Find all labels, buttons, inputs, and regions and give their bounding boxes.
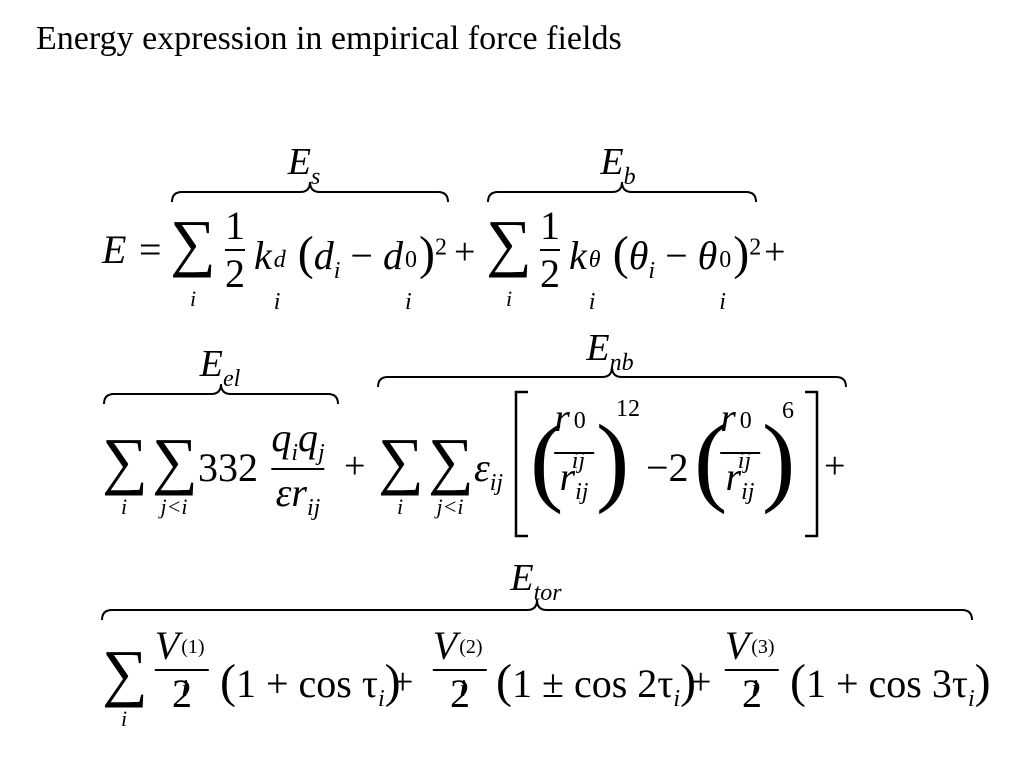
sum-sign: ∑	[486, 207, 532, 278]
brace-eel	[103, 383, 339, 405]
sum-index: i	[505, 286, 513, 311]
paren-right: )	[596, 404, 630, 515]
paren-left: (	[530, 404, 564, 515]
epsilon-ij: εij	[474, 445, 504, 496]
plus-1: +	[454, 231, 476, 273]
constant-332: 332	[198, 445, 258, 490]
minus-two: −2	[646, 445, 689, 490]
sum-sign: ∑	[102, 637, 148, 708]
label-enb: Enb	[586, 327, 634, 376]
sum-sign: ∑	[102, 425, 148, 496]
plus-6: +	[690, 661, 712, 703]
sum-index: i	[189, 286, 197, 311]
power-12: 12	[616, 396, 640, 422]
sum-index: j<i	[436, 494, 464, 519]
sum-sign: ∑	[152, 425, 198, 496]
plus-3: +	[344, 445, 366, 487]
sum-sign: ∑	[428, 425, 474, 496]
sum-sign: ∑	[378, 425, 424, 496]
plus-5: +	[392, 661, 414, 703]
brace-enb	[377, 366, 847, 388]
cos-term-2: (1 ± cos 2τi)	[496, 655, 696, 712]
lhs-e-equals: E =	[102, 227, 164, 272]
label-es: Es	[287, 141, 321, 190]
sum-index: j<i	[160, 494, 188, 519]
plus-2: +	[764, 231, 786, 273]
sum-sign: ∑	[170, 207, 216, 278]
brace-etor	[101, 599, 973, 621]
brace-eb	[487, 181, 757, 203]
power-6: 6	[782, 398, 794, 424]
label-eb: Eb	[600, 141, 636, 190]
sum-index: i	[120, 706, 128, 731]
label-etor: Etor	[510, 557, 562, 606]
bracket-left	[514, 390, 528, 538]
plus-4: +	[824, 445, 846, 487]
cos-term-1: (1 + cos τi)	[220, 655, 401, 712]
paren-right: )	[762, 404, 796, 515]
bracket-right	[805, 390, 819, 538]
slide-title: Energy expression in empirical force fie…	[36, 20, 622, 57]
sum-index: i	[396, 494, 404, 519]
sum-index: i	[120, 494, 128, 519]
brace-es	[171, 181, 449, 203]
label-eel: Eel	[199, 343, 241, 392]
cos-term-3: (1 + cos 3τi)	[790, 655, 991, 712]
paren-left: (	[694, 404, 728, 515]
